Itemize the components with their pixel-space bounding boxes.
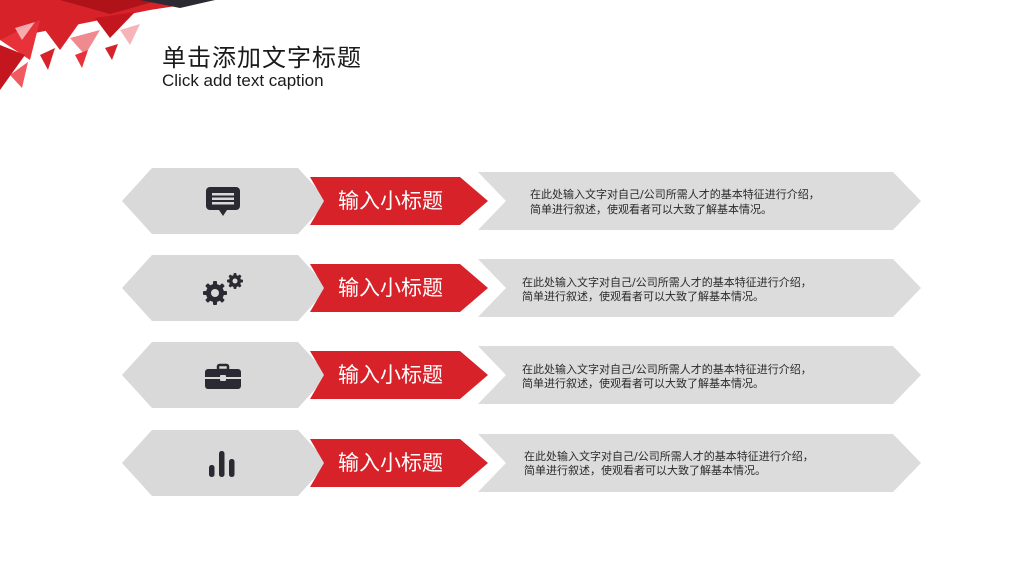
icon-hexagon xyxy=(122,430,328,496)
description-line-1[interactable]: 在此处输入文字对自己/公司所需人才的基本特征进行介绍， xyxy=(524,450,814,463)
page-subtitle[interactable]: Click add text caption xyxy=(162,71,324,90)
gears-icon xyxy=(200,272,246,306)
description-line-2[interactable]: 简单进行叙述，使观看者可以大致了解基本情况。 xyxy=(522,377,764,390)
description-band xyxy=(478,172,921,230)
description-band xyxy=(478,259,921,317)
corner-polygon-decoration xyxy=(0,0,215,90)
description-line-2[interactable]: 简单进行叙述，使观看者可以大致了解基本情况。 xyxy=(522,290,764,303)
list-item: 输入小标题 在此处输入文字对自己/公司所需人才的基本特征进行介绍， 简单进行叙述… xyxy=(0,430,1024,496)
subtitle-label[interactable]: 输入小标题 xyxy=(338,189,443,213)
list-item: 输入小标题 在此处输入文字对自己/公司所需人才的基本特征进行介绍， 简单进行叙述… xyxy=(0,168,1024,234)
description-line-2[interactable]: 简单进行叙述，使观看者可以大致了解基本情况。 xyxy=(530,203,772,216)
description-line-1[interactable]: 在此处输入文字对自己/公司所需人才的基本特征进行介绍， xyxy=(522,276,812,289)
subtitle-label[interactable]: 输入小标题 xyxy=(338,363,443,387)
subtitle-label[interactable]: 输入小标题 xyxy=(338,276,443,300)
description-band xyxy=(478,346,921,404)
page-title[interactable]: 单击添加文字标题 xyxy=(162,44,362,72)
list-item: 输入小标题 在此处输入文字对自己/公司所需人才的基本特征进行介绍， 简单进行叙述… xyxy=(0,255,1024,321)
subtitle-arrow-banner xyxy=(310,177,488,225)
briefcase-icon xyxy=(200,359,246,393)
subtitle-arrow-banner xyxy=(310,351,488,399)
bar-chart-icon xyxy=(200,447,246,481)
list-item: 输入小标题 在此处输入文字对自己/公司所需人才的基本特征进行介绍， 简单进行叙述… xyxy=(0,342,1024,408)
description-line-1[interactable]: 在此处输入文字对自己/公司所需人才的基本特征进行介绍， xyxy=(530,188,820,201)
icon-hexagon xyxy=(122,255,328,321)
description-line-2[interactable]: 简单进行叙述，使观看者可以大致了解基本情况。 xyxy=(524,464,766,477)
subtitle-arrow-banner xyxy=(310,264,488,312)
subtitle-label[interactable]: 输入小标题 xyxy=(338,451,443,475)
message-icon xyxy=(200,185,246,219)
description-band xyxy=(478,434,921,492)
subtitle-arrow-banner xyxy=(310,439,488,487)
description-line-1[interactable]: 在此处输入文字对自己/公司所需人才的基本特征进行介绍， xyxy=(522,363,812,376)
